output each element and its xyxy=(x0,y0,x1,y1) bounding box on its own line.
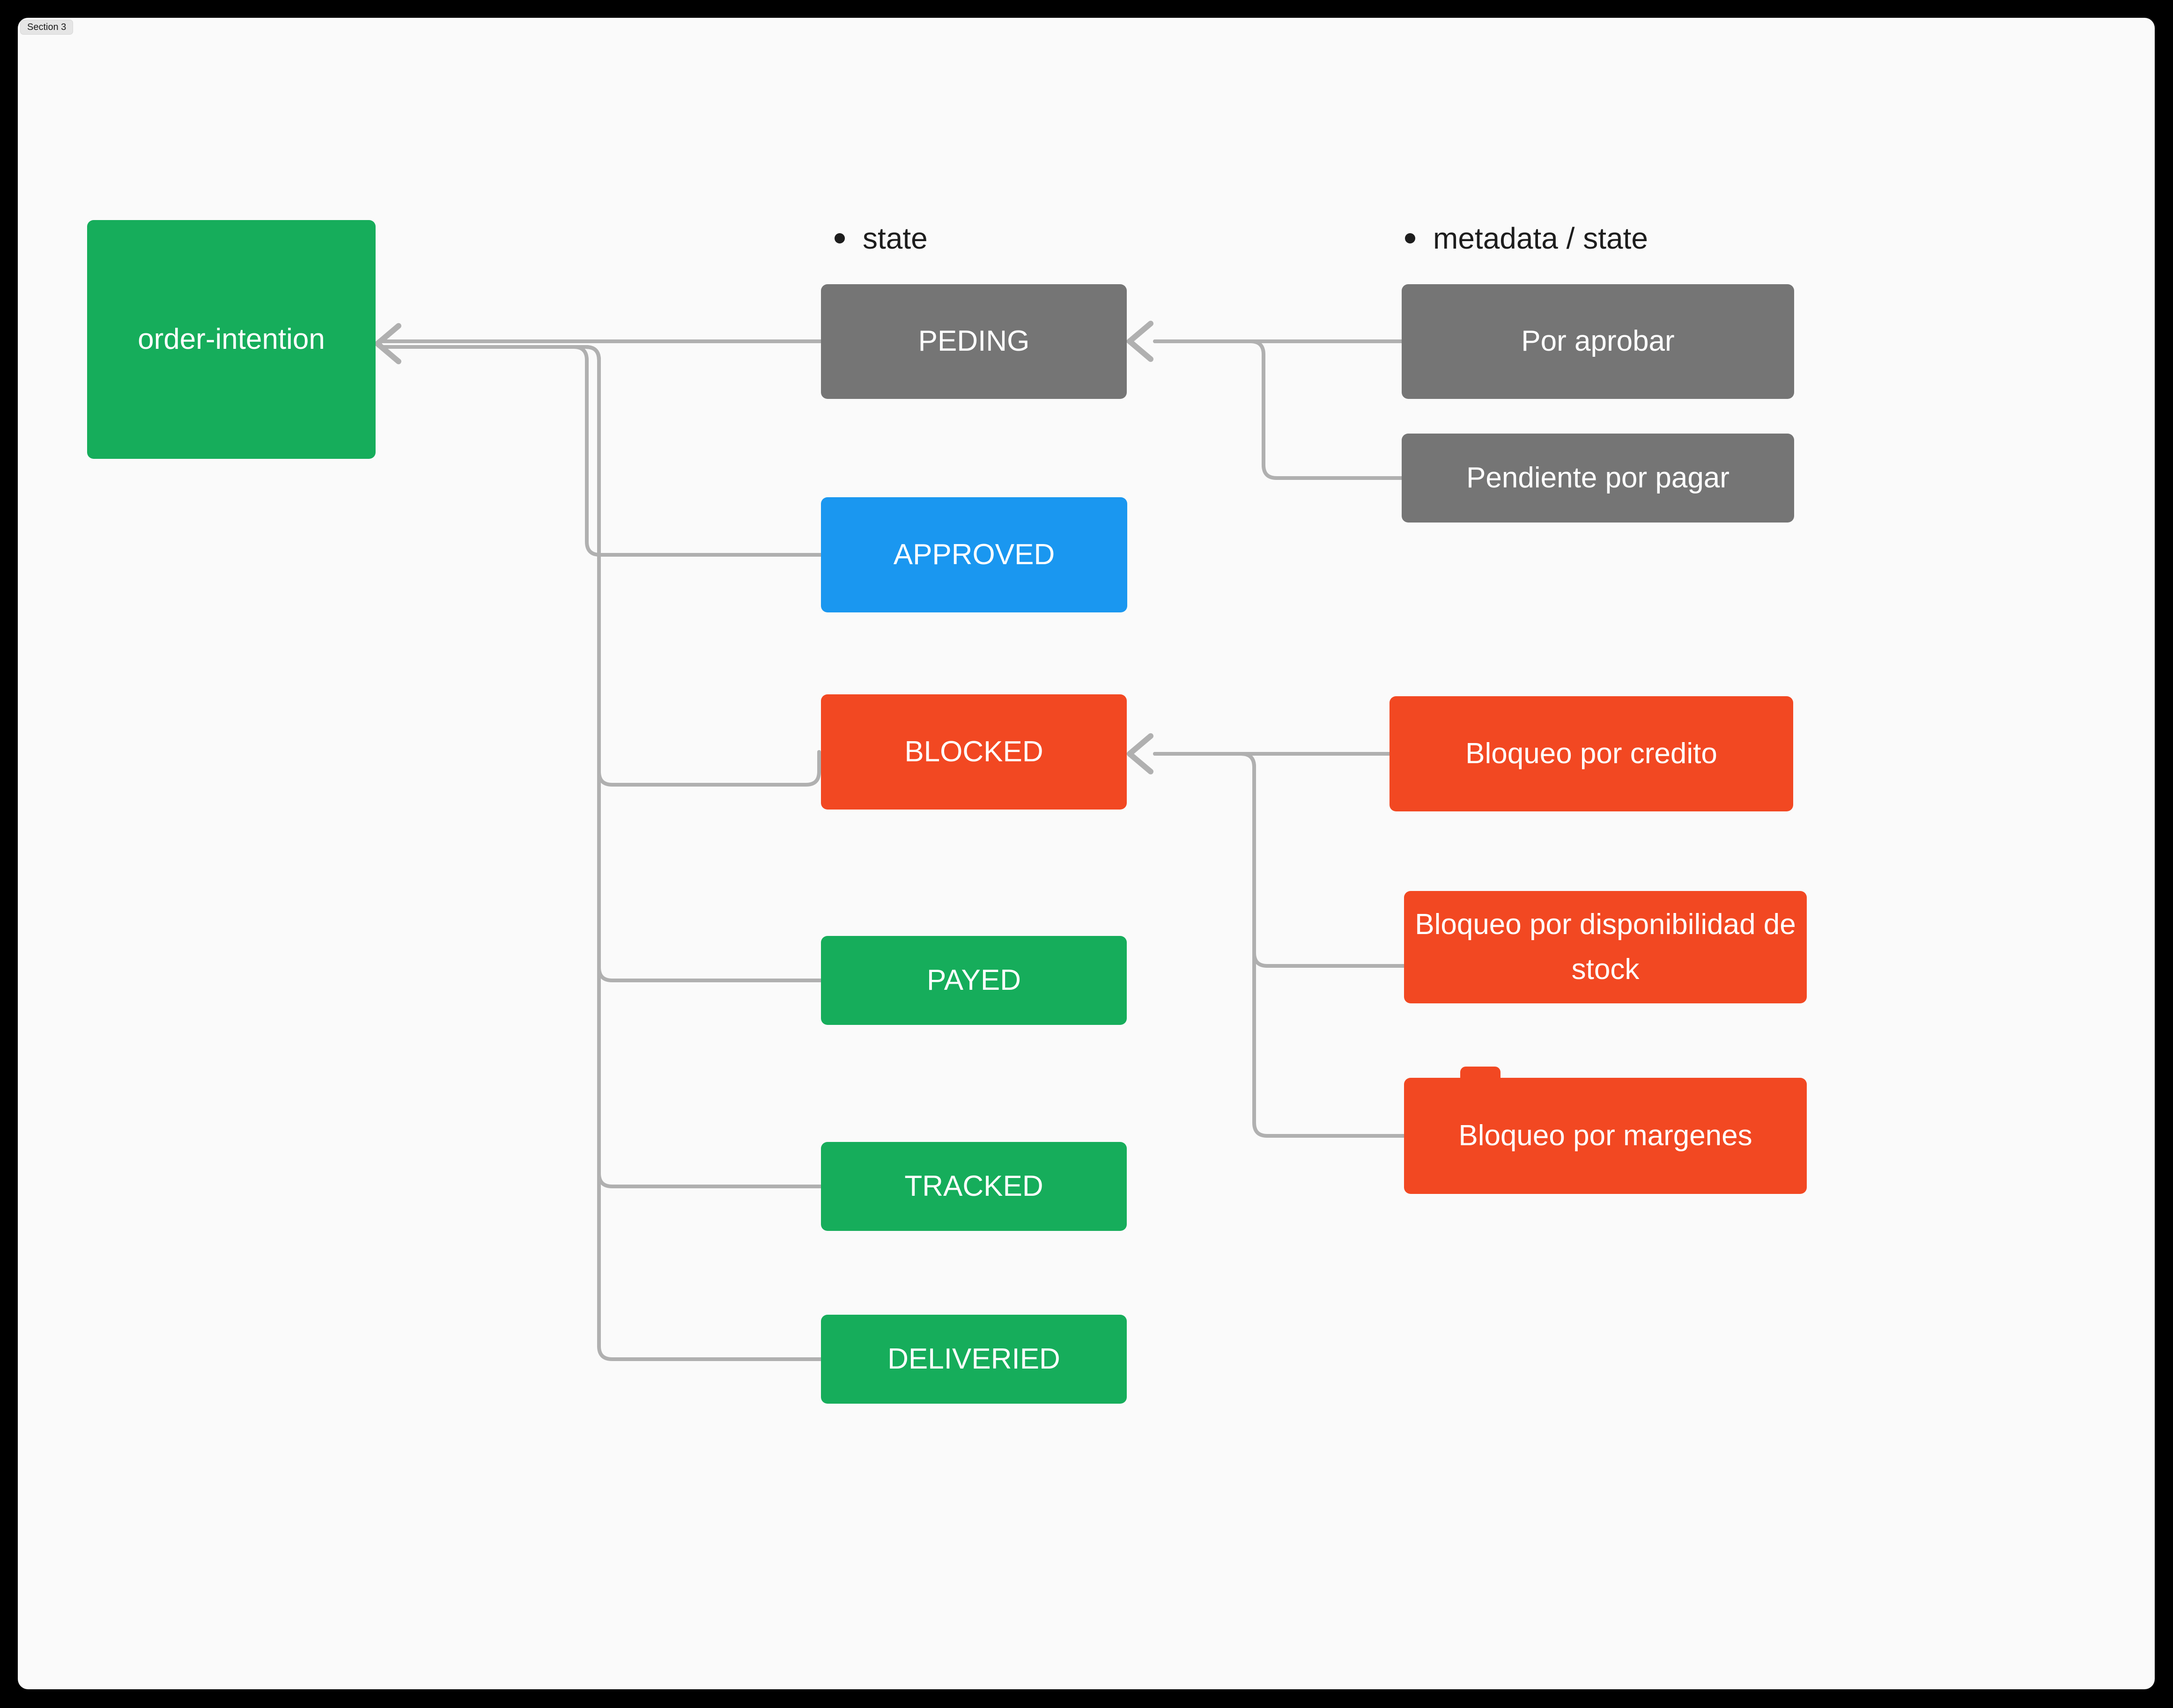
node-approved[interactable]: APPROVED xyxy=(821,497,1127,612)
node-bloqueo-por-credito[interactable]: Bloqueo por credito xyxy=(1390,696,1793,811)
bullet-icon xyxy=(1405,233,1415,243)
section-label[interactable]: Section 3 xyxy=(20,20,74,35)
bullet-icon xyxy=(835,233,845,243)
node-order-intention[interactable]: order-intention xyxy=(87,220,376,459)
node-bloqueo-por-disponibilidad[interactable]: Bloqueo por disponibilidad de stock xyxy=(1404,891,1807,1003)
arrowhead-into-peding[interactable] xyxy=(1127,321,1153,362)
header-metadata-label: metadata / state xyxy=(1433,221,1648,255)
node-peding[interactable]: PEDING xyxy=(821,284,1127,399)
node-pendiente-por-pagar[interactable]: Pendiente por pagar xyxy=(1402,434,1794,523)
arrowhead-into-blocked[interactable] xyxy=(1127,733,1153,774)
node-deliveried[interactable]: DELIVERIED xyxy=(821,1315,1127,1404)
connector-pendiente-peding[interactable] xyxy=(1153,339,1404,480)
connector-tracked-order[interactable] xyxy=(380,345,823,1188)
connector-payed-order[interactable] xyxy=(380,345,823,982)
header-state-label: state xyxy=(863,221,928,255)
node-blocked[interactable]: BLOCKED xyxy=(821,694,1127,810)
node-payed[interactable]: PAYED xyxy=(821,936,1127,1025)
header-metadata-state[interactable]: metadata / state xyxy=(1405,220,1648,257)
connector-disponibilidad-blocked[interactable] xyxy=(1153,752,1406,968)
node-bloqueo-por-margenes[interactable]: Bloqueo por margenes xyxy=(1404,1078,1807,1194)
connector-approved-order[interactable] xyxy=(380,345,823,557)
connector-margenes-blocked[interactable] xyxy=(1153,752,1406,1138)
node-tracked[interactable]: TRACKED xyxy=(821,1142,1127,1231)
arrowhead-into-order-intention[interactable] xyxy=(375,323,401,364)
header-state[interactable]: state xyxy=(835,220,928,257)
node-por-aprobar[interactable]: Por aprobar xyxy=(1402,284,1794,399)
connector-deliveried-order[interactable] xyxy=(380,345,823,1361)
